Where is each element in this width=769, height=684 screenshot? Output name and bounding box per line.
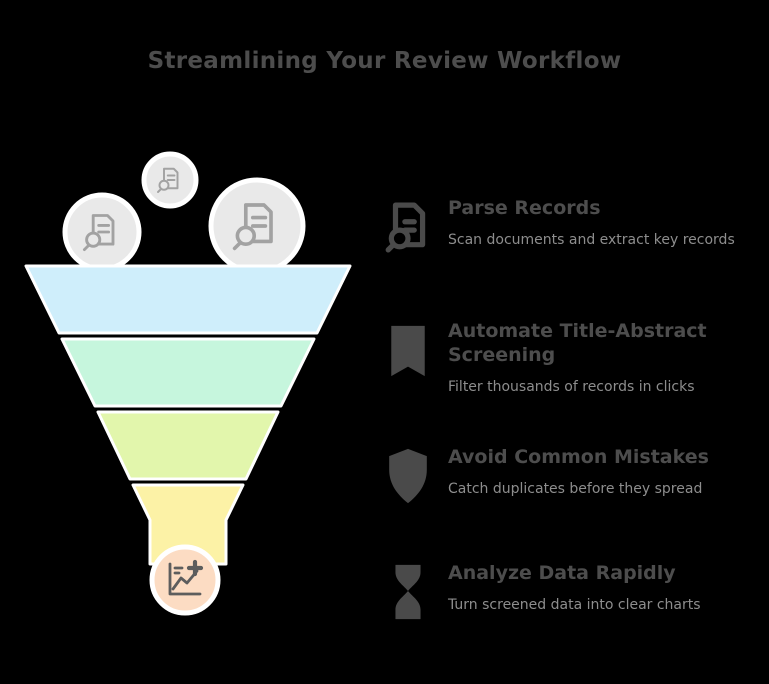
funnel-outlet-bubble [149,544,221,616]
step-item-2: Automate Title-Abstract Screening Filter… [382,320,762,395]
book-icon [382,320,434,382]
step-heading: Avoid Common Mistakes [448,446,709,468]
funnel-stage-2 [60,337,316,408]
funnel-stage-3 [96,410,280,481]
steps-list: Parse Records Scan documents and extract… [382,0,769,684]
document-bubble-right [208,177,306,275]
shield-icon [382,446,434,506]
step-item-3: Avoid Common Mistakes Catch duplicates b… [382,446,762,506]
step-heading: Automate Title-Abstract Screening [448,320,707,366]
funnel-stage-1 [24,264,352,335]
step-description: Catch duplicates before they spread [448,480,703,497]
funnel-stage-4 [131,483,245,566]
step-heading: Parse Records [448,197,601,219]
step-description: Scan documents and extract key records [448,231,735,248]
document-bubble-left [62,192,142,272]
step-description: Turn screened data into clear charts [448,596,701,613]
hourglass-icon [382,562,434,622]
document-bubble-small [141,151,199,209]
funnel-graphic [24,151,352,616]
step-description: Filter thousands of records in clicks [448,378,695,395]
chart-plus-icon [168,559,204,596]
step-heading: Analyze Data Rapidly [448,562,676,584]
page-title: Streamlining Your Review Workflow [147,48,622,74]
step-item-1: Parse Records Scan documents and extract… [382,197,762,259]
step-item-4: Analyze Data Rapidly Turn screened data … [382,562,762,622]
document-scan-icon [382,197,434,259]
